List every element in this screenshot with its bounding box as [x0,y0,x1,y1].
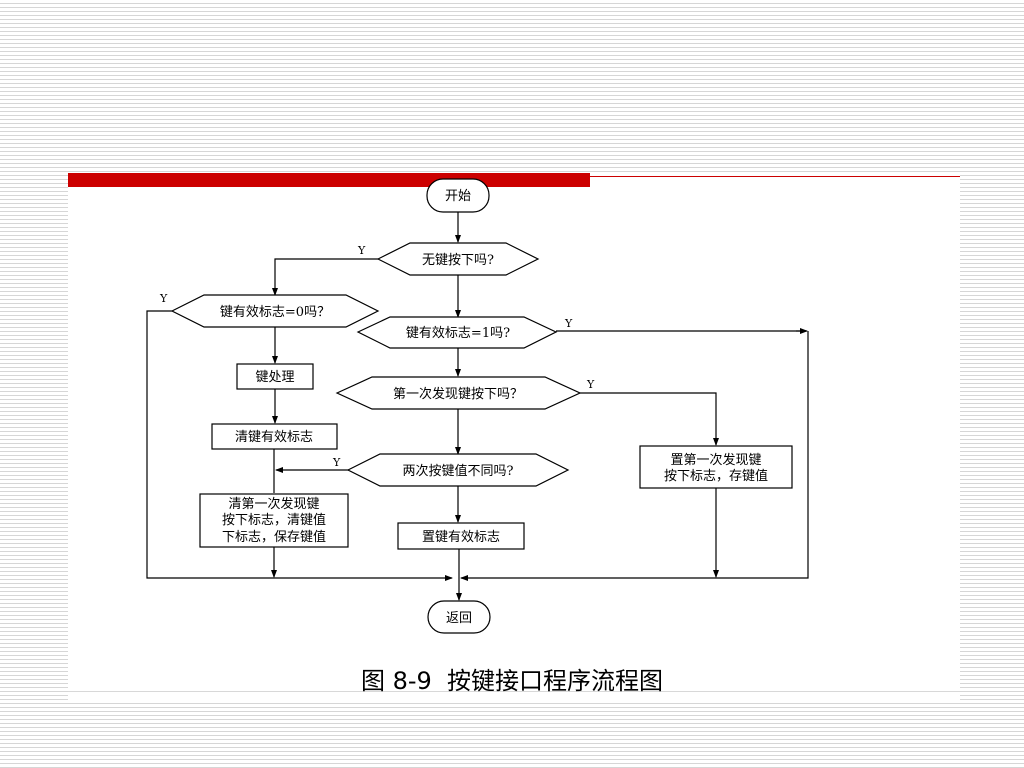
process-set-first-found-line2: 按下标志，存键值 [664,468,768,484]
process-set-first-found-line1: 置第一次发现键 [670,452,761,468]
decision-no-key-pressed-label: 无键按下吗? [422,253,494,268]
process-key-handling-label: 键处理 [255,370,294,385]
yes-label-flag1: Y [564,317,573,330]
process-clear-first-found: 清第一次发现键 按下标志，清键值 下标志，保存键值 [199,493,349,548]
decision-valid-flag-0: 键有效标志=0吗？ [170,294,380,328]
process-set-first-found: 置第一次发现键 按下标志，存键值 [639,445,793,489]
yes-label-no-key: Y [357,244,366,257]
figure-caption: 图 8-9 按键接口程序流程图 [360,667,664,695]
flow-connectors [146,212,809,601]
process-clear-valid-flag: 清键有效标志 [211,423,338,450]
process-clear-valid-flag-label: 清键有效标志 [235,430,313,445]
decision-two-values-differ-label: 两次按键值不同吗? [403,463,514,479]
decision-valid-flag-0-label: 键有效标志=0吗？ [220,305,330,320]
process-clear-first-found-line2: 按下标志，清键值 [222,512,326,528]
return-label: 返回 [446,611,472,626]
process-set-valid-flag-label: 置键有效标志 [422,530,500,545]
yes-label-first-found: Y [586,378,595,391]
decision-no-key-pressed: 无键按下吗? [376,242,540,276]
start-label: 开始 [445,189,471,204]
process-set-valid-flag: 置键有效标志 [397,522,525,550]
return-terminator: 返回 [427,600,491,634]
footer-rule [68,691,960,692]
process-clear-first-found-line3: 下标志，保存键值 [222,529,326,545]
yes-label-flag0: Y [159,292,168,305]
decision-two-values-differ: 两次按键值不同吗? [346,453,570,487]
yes-label-two-diff: Y [332,456,341,469]
process-key-handling: 键处理 [236,363,314,390]
title-accent-line [590,176,960,177]
decision-first-found: 第一次发现键按下吗？ [335,376,582,410]
decision-valid-flag-1-label: 键有效标志=1吗? [406,326,510,341]
start-terminator: 开始 [426,178,490,213]
decision-valid-flag-1: 键有效标志=1吗? [356,316,558,349]
decision-first-found-label: 第一次发现键按下吗？ [393,386,523,402]
process-clear-first-found-line1: 清第一次发现键 [228,496,319,512]
